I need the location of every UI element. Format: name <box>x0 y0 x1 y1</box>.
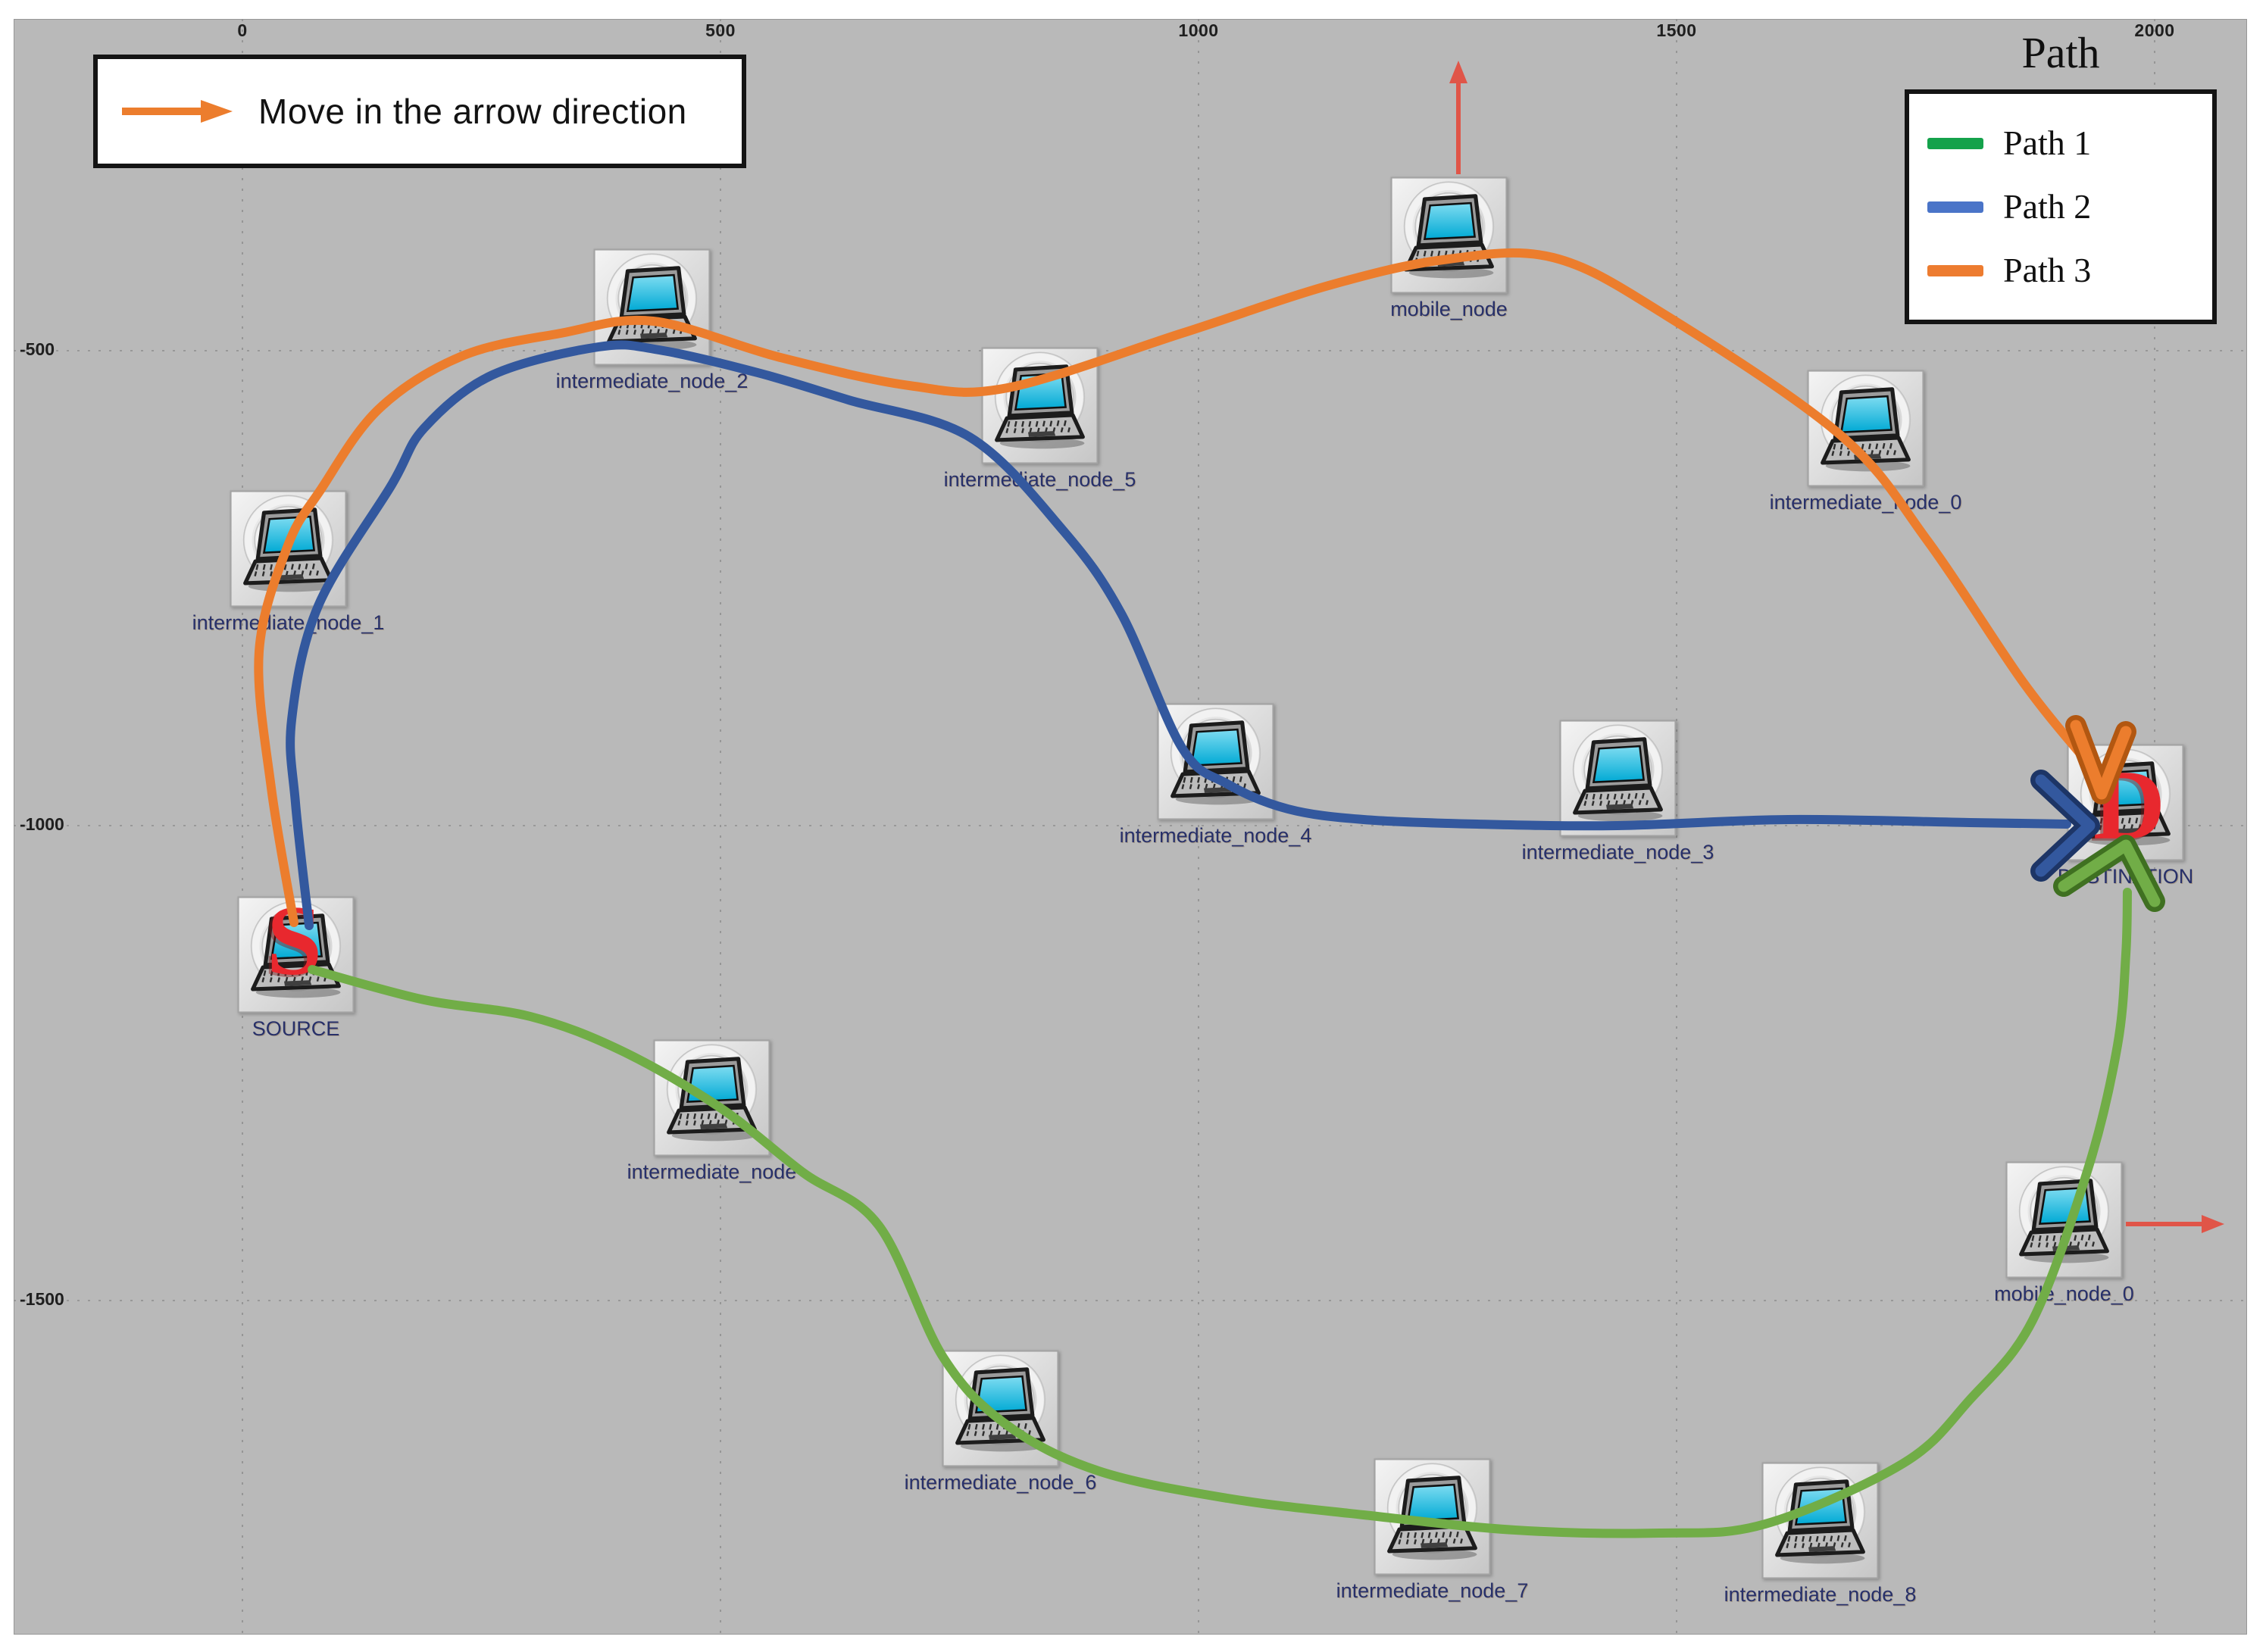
orange-arrow-icon <box>122 100 233 123</box>
node-label: intermediate_node_3 <box>1521 841 1714 863</box>
node-label: intermediate_node_7 <box>1336 1579 1529 1602</box>
overlay-letter-S: S <box>266 884 323 996</box>
node-intermediate_node[interactable]: intermediate_node <box>627 1039 796 1183</box>
node-label: intermediate_node <box>627 1160 797 1183</box>
node-label: mobile_node_0 <box>1994 1282 2134 1305</box>
legend-item-2: Path 2 <box>1927 189 2212 224</box>
laptop-wireless-icon <box>653 1039 770 1157</box>
legend-item-label: Path 1 <box>2003 123 2092 162</box>
node-mobile_node[interactable]: mobile_node <box>1390 176 1508 320</box>
ruler-tick--1500: -1500 <box>20 1289 64 1310</box>
laptop-wireless-icon <box>593 248 711 366</box>
node-intermediate_node_7[interactable]: intermediate_node_7 <box>1336 1458 1528 1602</box>
path-legend-title: Path <box>2021 28 2100 77</box>
laptop-wireless-icon <box>1761 1462 1879 1579</box>
node-label: intermediate_node_8 <box>1724 1583 1917 1606</box>
node-label: intermediate_node_0 <box>1769 491 1962 514</box>
node-label: intermediate_node_6 <box>904 1471 1097 1494</box>
node-intermediate_node_4[interactable]: intermediate_node_4 <box>1120 703 1311 847</box>
laptop-wireless-icon <box>230 490 347 607</box>
laptop-wireless-icon <box>1157 703 1274 820</box>
node-intermediate_node_1[interactable]: intermediate_node_1 <box>192 490 384 634</box>
laptop-wireless-icon <box>1559 720 1677 837</box>
node-DESTINATION[interactable]: D DESTINATION <box>2058 744 2193 888</box>
laptop-wireless-icon <box>1807 370 1924 487</box>
laptop-wireless-icon <box>1390 176 1508 294</box>
legend-item-label: Path 2 <box>2003 187 2092 226</box>
path-swatch <box>1927 137 1983 149</box>
laptop-wireless-icon <box>942 1350 1059 1467</box>
node-intermediate_node_3[interactable]: intermediate_node_3 <box>1522 720 1714 863</box>
node-label: intermediate_node_5 <box>943 468 1136 491</box>
legend-item-3: Path 3 <box>1927 253 2212 288</box>
path-swatch <box>1927 264 1983 276</box>
move-annotation-text: Move in the arrow direction <box>258 92 687 131</box>
path-swatch <box>1927 201 1983 213</box>
laptop-wireless-icon <box>1374 1458 1491 1575</box>
node-intermediate_node_8[interactable]: intermediate_node_8 <box>1724 1462 1916 1606</box>
node-intermediate_node_2[interactable]: intermediate_node_2 <box>556 248 748 392</box>
node-label: intermediate_node_4 <box>1119 824 1312 847</box>
node-label: SOURCE <box>252 1017 340 1040</box>
node-intermediate_node_5[interactable]: intermediate_node_5 <box>944 347 1136 491</box>
node-mobile_node_0[interactable]: mobile_node_0 <box>1994 1161 2134 1305</box>
node-label: intermediate_node_2 <box>555 370 749 392</box>
ruler-tick--500: -500 <box>20 339 55 360</box>
legend-item-1: Path 1 <box>1927 126 2212 161</box>
laptop-wireless-icon <box>2005 1161 2123 1279</box>
node-label: DESTINATION <box>2057 865 2194 888</box>
node-label: mobile_node <box>1390 298 1508 320</box>
legend-move-annotation: Move in the arrow direction <box>93 55 746 168</box>
legend-item-label: Path 3 <box>2003 251 2092 289</box>
node-intermediate_node_6[interactable]: intermediate_node_6 <box>905 1350 1096 1494</box>
path-legend-box: Path 1 Path 2 Path 3 <box>1905 89 2217 324</box>
node-label: intermediate_node_1 <box>192 611 385 634</box>
ruler-tick--1000: -1000 <box>20 814 64 835</box>
node-intermediate_node_0[interactable]: intermediate_node_0 <box>1770 370 1961 514</box>
overlay-letter-D: D <box>2093 748 2166 860</box>
laptop-wireless-icon <box>981 347 1099 464</box>
